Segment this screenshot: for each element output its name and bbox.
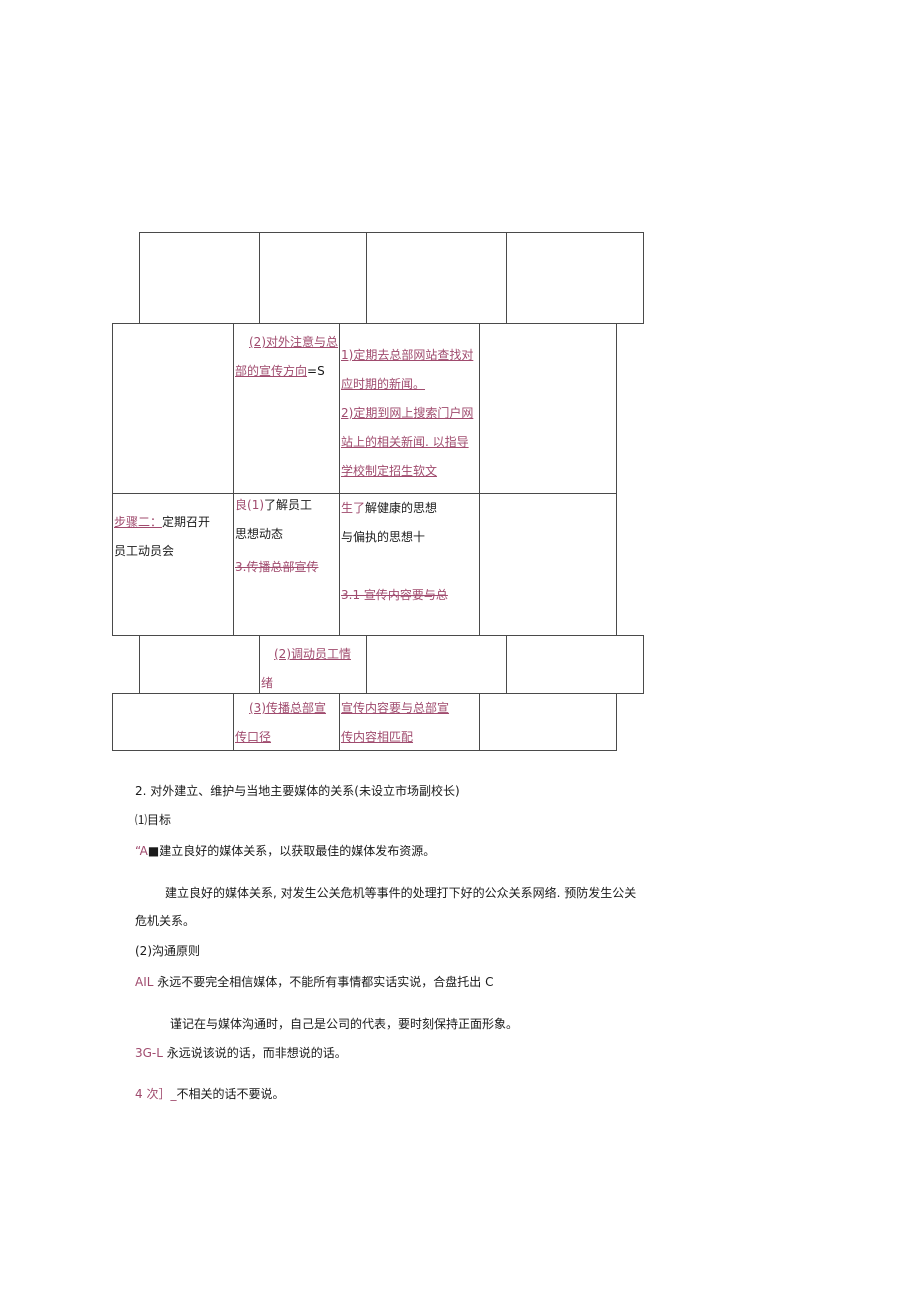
healthy-thought-cont: 与偏执的思想十	[341, 530, 426, 544]
task-line-5: 学校制定招生软文	[341, 464, 438, 478]
subheading-goal: ⑴目标	[135, 813, 172, 827]
table-cell-r5c2: (3)传播总部宣 传口径	[233, 693, 340, 751]
table-cell-r4c1	[139, 635, 260, 694]
square-bullet-icon: ■	[147, 844, 160, 858]
section-heading: 2. 对外建立、维护与当地主要媒体的关系(未设立市场副校长)	[135, 784, 460, 798]
table-cell-r1c2	[259, 232, 367, 324]
table-cell-r2c1	[112, 323, 234, 494]
marker-sheng: 生了	[341, 501, 366, 515]
rule-4-text: 不相关的话不要说。	[176, 1087, 285, 1101]
table-cell-r5c4	[479, 693, 617, 751]
table-cell-r1c4	[506, 232, 644, 324]
hq-direction-suffix: =S	[307, 364, 325, 378]
understand-staff-label: 了解员工	[264, 498, 313, 512]
table-cell-r3c2: 良(1)了解员工 思想动态 3.传播总部宣传	[233, 493, 340, 636]
table-cell-r2c3: 1)定期去总部网站查找对 应时期的新闻。 2)定期到网上搜索门户网 站上的相关新…	[339, 323, 480, 494]
marker-liang: 良	[235, 498, 248, 512]
struck-spread-hq: 3.传播总部宣传	[235, 560, 319, 574]
goal-text: 建立良好的媒体关系，以获取最佳的媒体发布资源。	[159, 844, 436, 858]
table-cell-r4c3	[366, 635, 507, 694]
spread-hq-label: (3)传播总部宣	[249, 701, 326, 715]
healthy-thought-label: 解健康的思想	[365, 501, 438, 515]
content-match-cont: 传内容相匹配	[341, 730, 414, 744]
step-two-label: 步骤二：	[114, 515, 163, 529]
table-cell-r5c3: 宣传内容要与总部宣 传内容相匹配	[339, 693, 480, 751]
table-cell-r1c3	[366, 232, 507, 324]
table-cell-r4c4	[506, 635, 644, 694]
table-cell-r5c1	[112, 693, 234, 751]
table-cell-r3c3: 生了解健康的思想 与偏执的思想十 3.1 宣传内容要与总	[339, 493, 480, 636]
table-cell-r2c4	[479, 323, 617, 494]
subheading-principles: (2)沟通原则	[135, 944, 200, 958]
table-cell-r3c1: 步骤二：定期召开 员工动员会	[112, 493, 234, 636]
task-line-2: 应时期的新闻。	[341, 377, 426, 391]
step-two-title-cont: 员工动员会	[114, 544, 175, 558]
rule-4: 4 次］_不相关的话不要说。	[135, 1085, 284, 1102]
step-two-title: 定期召开	[162, 515, 211, 529]
rule-3-prefix: 3G-L	[135, 1046, 163, 1060]
rule-1-prefix: AIL	[135, 975, 154, 989]
task-line-4: 站上的相关新闻. 以指导	[341, 435, 469, 449]
struck-content-match: 3.1 宣传内容要与总	[341, 588, 448, 602]
motivate-staff-label: (2)调动员工情	[274, 647, 351, 661]
table-cell-r4c2: (2)调动员工情 绪	[259, 635, 367, 694]
rule-3-text: 永远说该说的话，而非想说的话。	[162, 1046, 347, 1060]
rule-4-prefix: 4 次］_	[135, 1087, 177, 1101]
paragraph-line-2: 危机关系。	[135, 914, 196, 928]
goal-prefix: “A	[135, 844, 148, 858]
task-line-1: 1)定期去总部网站查找对	[341, 348, 474, 362]
hq-direction-label: 部的宣传方向	[235, 364, 308, 378]
item-number: (1)	[247, 498, 265, 512]
table-cell-r3c4	[479, 493, 617, 636]
table-cell-r2c2: (2)对外注意与总 部的宣传方向=S	[233, 323, 340, 494]
rule-1: AIL 永远不要完全相信媒体，不能所有事情都实话实说，合盘托出 C	[135, 973, 493, 990]
rule-1-text: 永远不要完全相信媒体，不能所有事情都实话实说，合盘托出 C	[153, 975, 494, 989]
rule-2: 谨记在与媒体沟通时，自己是公司的代表，要时刻保持正面形象。	[170, 1017, 519, 1031]
paragraph-line-1: 建立良好的媒体关系, 对发生公关危机等事件的处理打下好的公众关系网络. 预防发生…	[165, 886, 637, 900]
content-match-label: 宣传内容要与总部宣	[341, 701, 450, 715]
motivate-staff-cont: 绪	[261, 676, 274, 690]
spread-hq-cont: 传口径	[235, 730, 272, 744]
task-line-3: 2)定期到网上搜索门户网	[341, 406, 474, 420]
rule-3: 3G-L 永远说该说的话，而非想说的话。	[135, 1044, 347, 1061]
understand-staff-cont: 思想动态	[235, 527, 284, 541]
outward-attention-label: (2)对外注意与总	[249, 335, 338, 349]
table-cell-r1c1	[139, 232, 260, 324]
goal-line: “A■建立良好的媒体关系，以获取最佳的媒体发布资源。	[135, 842, 435, 859]
